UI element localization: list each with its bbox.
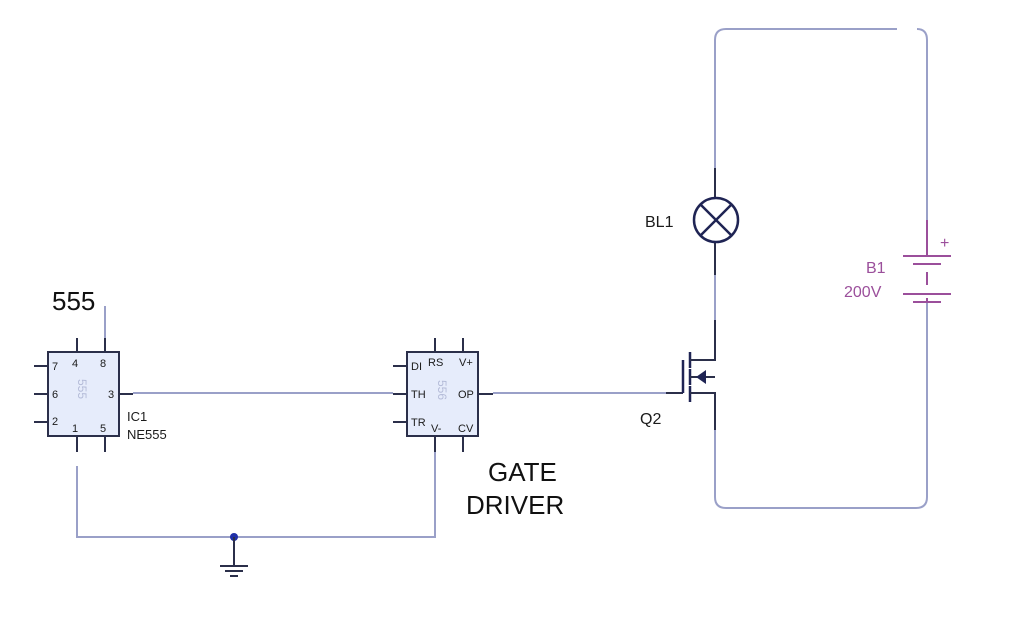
- ic2-pin-rs: RS: [428, 357, 443, 369]
- ic1-reference: IC1: [127, 409, 147, 424]
- body-arrow: [696, 370, 706, 384]
- ic1-pin-4: 4: [72, 358, 78, 370]
- battery-b1[interactable]: [903, 220, 951, 303]
- battery-voltage: 200V: [844, 284, 882, 301]
- wires: [76, 28, 928, 538]
- ic2-pin-cv: CV: [458, 423, 474, 435]
- ic2-pin-op: OP: [458, 389, 474, 401]
- mosfet-reference: Q2: [640, 411, 661, 428]
- ic1-part-number: NE555: [127, 427, 167, 442]
- source-lead: [690, 376, 716, 430]
- wire-source-return: [714, 298, 928, 509]
- ic2-pin-vminus: V-: [431, 423, 442, 435]
- ground-bars: [220, 565, 248, 577]
- ic2-ghost-label: 556: [435, 380, 449, 400]
- wire-loop-left: [714, 28, 897, 168]
- wire-ground-bus: [76, 452, 436, 538]
- ic1-pin-6: 6: [52, 389, 58, 401]
- gate-driver-label-line1: GATE: [488, 457, 557, 487]
- ic1-pin-1: 1: [72, 423, 78, 435]
- lamp-circle: [692, 196, 740, 244]
- wire-loop-right-top: [916, 28, 928, 220]
- ic2-gate-driver[interactable]: DI RS V+ TH OP TR V- CV 556: [393, 338, 493, 452]
- label-555: 555: [52, 286, 95, 316]
- ic2-pin-vplus: V+: [459, 357, 473, 369]
- ic1-pin-3: 3: [108, 389, 114, 401]
- mosfet-q2[interactable]: [666, 320, 716, 430]
- ic2-pin-leads: [393, 338, 493, 452]
- gate-driver-label-line2: DRIVER: [466, 490, 564, 520]
- ic2-pin-th: TH: [411, 389, 426, 401]
- drain-lead: [690, 320, 716, 361]
- ic1-pin-leads: [34, 338, 133, 452]
- ic1-ne555[interactable]: 7 4 8 6 3 2 1 5 555: [34, 338, 133, 452]
- ic1-ghost-label: 555: [75, 379, 89, 399]
- ic1-pin-2: 2: [52, 416, 58, 428]
- ic1-pin-5: 5: [100, 423, 106, 435]
- lamp-cross: [699, 203, 733, 237]
- lamp-bl1[interactable]: [692, 168, 740, 275]
- ic2-pin-tr: TR: [411, 417, 426, 429]
- ic2-pin-di: DI: [411, 361, 422, 373]
- ground-symbol[interactable]: [220, 537, 248, 577]
- ic1-pin-8: 8: [100, 358, 106, 370]
- battery-reference: B1: [866, 260, 886, 277]
- ic1-pin-7: 7: [52, 361, 58, 373]
- lamp-reference: BL1: [645, 214, 674, 231]
- battery-plus-sign: +: [940, 235, 949, 252]
